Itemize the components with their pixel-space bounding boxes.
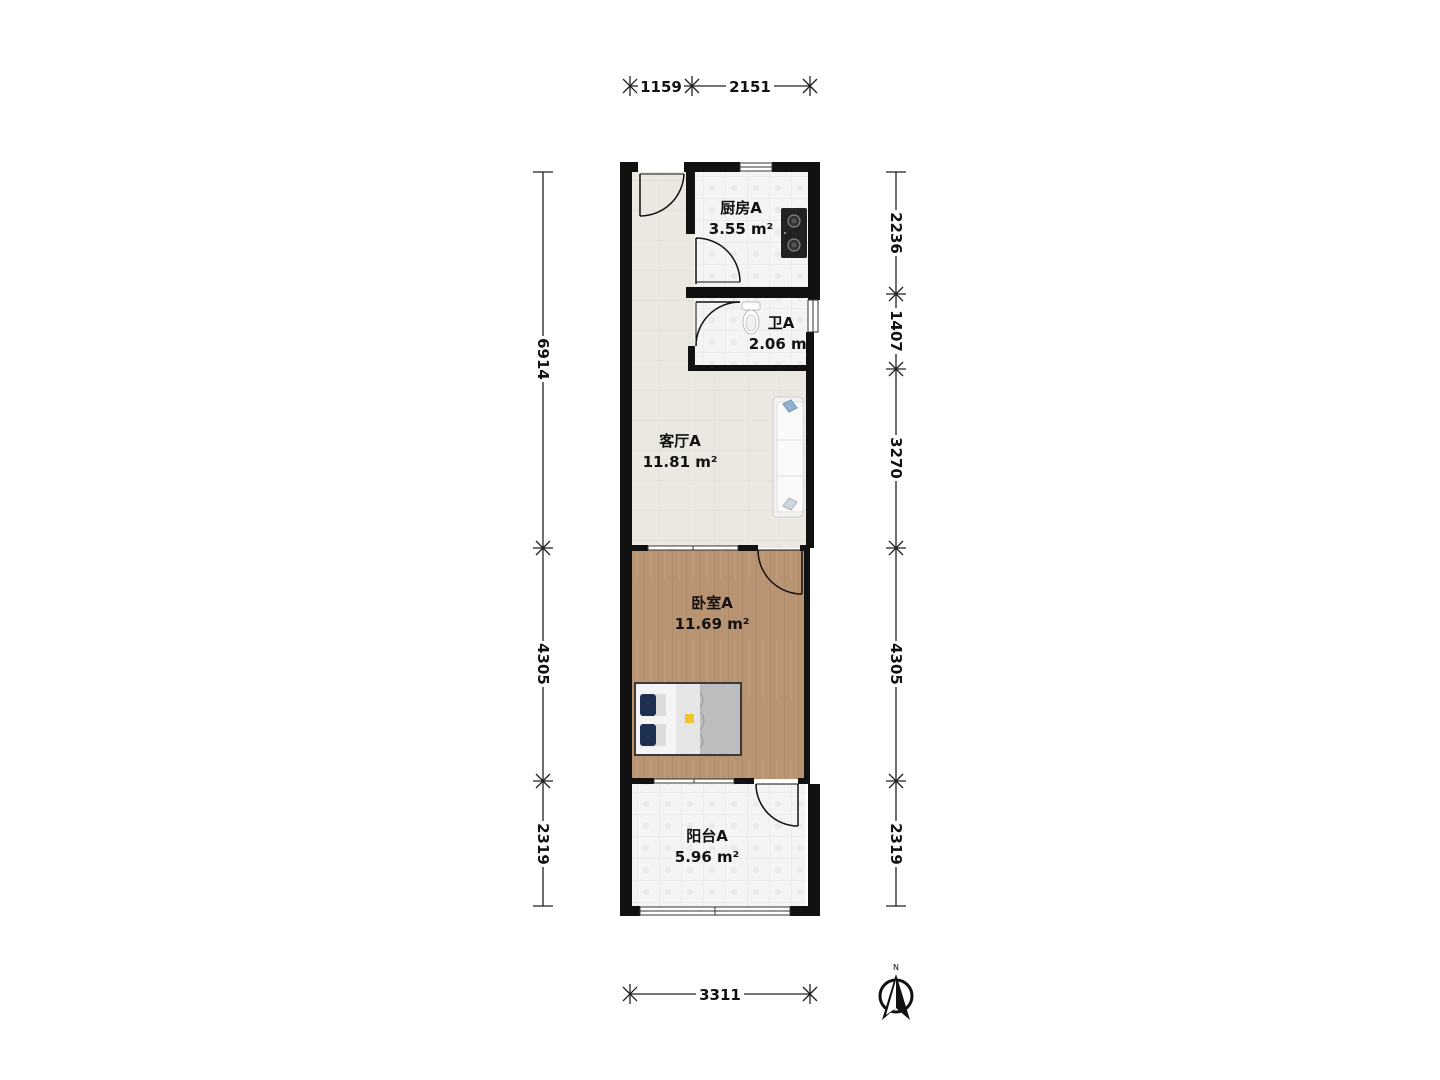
wall-right-mid: [806, 332, 814, 548]
entry-door: [639, 173, 685, 217]
dim-right-1: 2236: [887, 212, 905, 254]
wall-top-right2: [772, 162, 820, 172]
living-name: 客厅A: [658, 432, 701, 450]
wall-bedroom-top-b: [738, 545, 758, 551]
wall-bedroom-top-a: [632, 545, 648, 551]
wall-kitchen-bottom: [686, 287, 808, 298]
wall-bedroom-top-c: [800, 545, 808, 551]
balcony-area: 5.96 m²: [675, 848, 739, 866]
dim-right-5: 2319: [887, 823, 905, 865]
wall-bath-left: [688, 346, 695, 370]
doors: [639, 173, 803, 827]
compass-label: N: [893, 963, 899, 972]
windows: [639, 162, 819, 916]
dim-bottom-1: 3311: [699, 986, 741, 1004]
wall-left: [620, 162, 632, 916]
dim-top-2: 2151: [729, 78, 771, 96]
stove-icon: [781, 208, 807, 258]
wall-top-right: [684, 162, 740, 172]
wall-balcony-top-a: [632, 778, 654, 784]
dim-left-2: 4305: [534, 643, 552, 685]
bedroom-door: [757, 549, 803, 595]
wall-balcony-top-b: [734, 778, 754, 784]
balcony-door: [755, 783, 799, 827]
dimension-labels: 1159 2151 3311 6914 4305 2319 2236 1407 …: [534, 77, 905, 1004]
dim-left-1: 6914: [534, 338, 552, 380]
wall-bottom-left: [620, 906, 640, 916]
room-labels: 厨房A 3.55 m² 卫A 2.06 m² 客厅A 11.81 m² 卧室A …: [643, 199, 814, 866]
wall-right-bottom: [808, 784, 820, 916]
bathroom-area: 2.06 m²: [749, 335, 813, 353]
wall-top-left: [620, 162, 638, 172]
dim-right-4: 4305: [887, 643, 905, 685]
balcony-floor: [632, 784, 806, 908]
wall-balcony-top-c: [798, 778, 808, 784]
floors: [632, 172, 808, 908]
bathroom-name: 卫A: [768, 314, 795, 332]
kitchen-area: 3.55 m²: [709, 220, 773, 238]
kitchen-door: [695, 237, 741, 284]
north-compass-icon: N: [878, 963, 914, 1020]
living-area: 11.81 m²: [643, 453, 718, 471]
wall-right-top: [808, 162, 820, 300]
dim-right-2: 1407: [887, 310, 905, 352]
wall-right-low: [804, 548, 810, 784]
walls: [620, 162, 820, 916]
bathroom-door: [695, 301, 741, 347]
toilet-icon: [741, 301, 761, 335]
balcony-name: 阳台A: [686, 827, 728, 845]
dim-top-1: 1159: [640, 78, 682, 96]
dimension-lines: [533, 76, 906, 1004]
dim-right-3: 3270: [887, 437, 905, 479]
kitchen-name: 厨房A: [720, 199, 762, 217]
wall-bath-bottom: [688, 365, 808, 371]
dim-left-3: 2319: [534, 823, 552, 865]
wall-bottom-right: [790, 906, 820, 916]
bed-icon: [634, 682, 742, 756]
sofa-icon: [772, 396, 804, 518]
bedroom-area: 11.69 m²: [675, 615, 750, 633]
bedroom-name: 卧室A: [691, 594, 733, 612]
wall-kitchen-left: [686, 162, 695, 234]
